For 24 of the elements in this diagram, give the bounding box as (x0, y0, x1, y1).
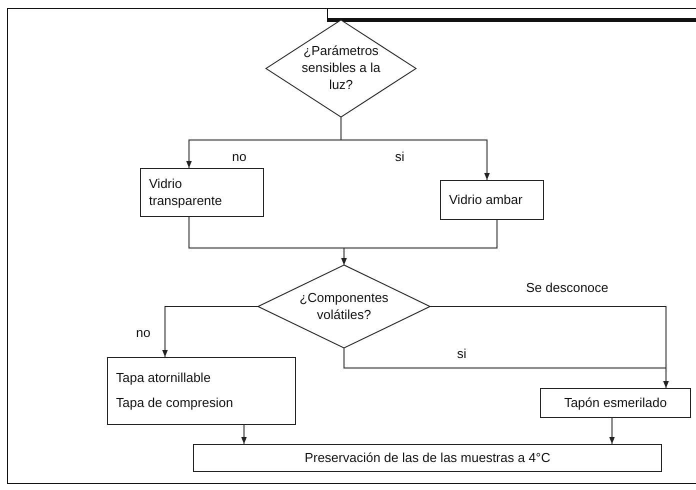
process-box (440, 180, 544, 220)
node-text: Vidrio transparente (149, 176, 223, 210)
node-text: Tapa de compresion (116, 395, 234, 412)
node-text: ¿Parámetros sensibles a la luz? (300, 43, 382, 94)
process-box (540, 388, 691, 418)
edge-label: si (393, 149, 406, 164)
decision-diamond (266, 20, 416, 117)
edge-label: Se desconoce (524, 280, 610, 295)
arrow (341, 220, 498, 266)
process-box (193, 444, 662, 472)
node-text: Preservación de las de las muestras a 4°C (304, 450, 550, 466)
arrow (162, 306, 258, 358)
decision-diamond (258, 265, 430, 348)
arrow (340, 116, 490, 180)
process-box (140, 168, 264, 217)
arrow (609, 418, 615, 444)
node-text: ¿Componentes volátiles? (299, 290, 389, 324)
process-box (107, 357, 296, 425)
arrow (430, 306, 669, 388)
arrow (241, 424, 247, 444)
node-text: Tapa atornillable (116, 370, 212, 387)
node-text: Tapón esmerilado (564, 394, 667, 412)
node-text: Vidrio ambar (449, 192, 524, 208)
edge-label: si (455, 346, 468, 361)
